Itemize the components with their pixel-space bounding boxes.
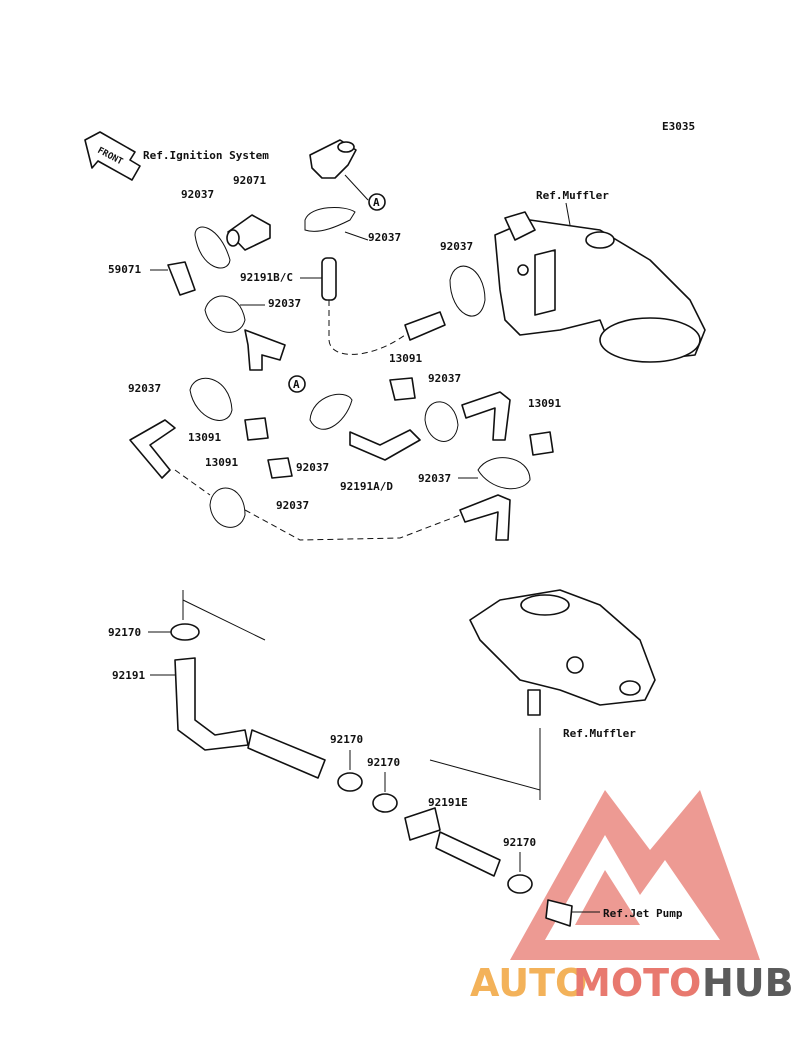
jet-pump-nipple <box>545 899 573 927</box>
clamp-92037-mid <box>204 295 246 333</box>
clamp-92037-left <box>189 377 233 421</box>
diagram-code: E3035 <box>662 120 695 133</box>
label-92037-upper-right: 92037 <box>368 231 401 244</box>
clamp-92037-center <box>309 393 353 430</box>
label-92037-muffler: 92037 <box>440 240 473 253</box>
label-92037-lower-left: 92037 <box>276 499 309 512</box>
label-13091-bottom-left: 13091 <box>205 456 238 469</box>
callout-a-circle-lower <box>288 375 306 393</box>
label-92170-top: 92170 <box>108 626 141 639</box>
front-arrow-icon: FRONT <box>84 131 141 181</box>
elbow-hose-upper <box>244 329 286 371</box>
clamp-92037-muffler <box>449 265 486 317</box>
watermark-hub: HUB <box>702 961 794 1005</box>
ref-muffler-top: Ref.Muffler <box>536 189 609 202</box>
label-92191e: 92191E <box>428 796 468 809</box>
watermark-moto: MOTO <box>573 961 701 1005</box>
elbow-hose-center-right <box>461 391 511 441</box>
clamp-92170-mid-left <box>337 772 363 792</box>
cover-13091-top <box>389 377 416 401</box>
label-92191ad: 92191A/D <box>340 480 393 493</box>
callout-a-lower: A <box>293 378 300 391</box>
label-92071: 92071 <box>233 174 266 187</box>
label-59071: 59071 <box>108 263 141 276</box>
hose-92191 <box>174 657 249 751</box>
label-92037-center: 92037 <box>296 461 329 474</box>
label-92037-upper-left: 92037 <box>181 188 214 201</box>
muffler-bottom <box>469 589 656 716</box>
hose-92191e <box>435 831 501 877</box>
label-92037-lower-right: 92037 <box>418 472 451 485</box>
cover-13091-left <box>244 417 269 441</box>
clamp-92170-bottom <box>507 874 533 894</box>
hose-92191ad <box>349 429 421 461</box>
clamp-92037-center-right <box>424 401 459 442</box>
ref-ignition-system: Ref.Ignition System <box>143 149 269 162</box>
label-92170-bottom: 92170 <box>503 836 536 849</box>
fitting-92071 <box>309 139 357 179</box>
watermark-logo-icon <box>510 790 760 960</box>
elbow-hose-lower-right <box>459 494 511 541</box>
label-92170-mid-left: 92170 <box>330 733 363 746</box>
label-92170-mid-right: 92170 <box>367 756 400 769</box>
label-13091-top: 13091 <box>389 352 422 365</box>
clamp-92170-top <box>170 623 200 641</box>
label-92191bc: 92191B/C <box>240 271 293 284</box>
elbow-hose-left <box>129 419 176 479</box>
hose-joint <box>404 807 441 841</box>
label-92037-mid: 92037 <box>268 297 301 310</box>
hose-92191bc <box>321 257 337 301</box>
check-valve <box>226 214 271 251</box>
ref-muffler-bottom: Ref.Muffler <box>563 727 636 740</box>
ref-jet-pump: Ref.Jet Pump <box>603 907 683 920</box>
label-13091-right: 13091 <box>528 397 561 410</box>
label-92037-center-right: 92037 <box>428 372 461 385</box>
plug-59071 <box>167 261 196 296</box>
hose-segment-right <box>404 311 446 341</box>
watermark-text: AUTO MOTO HUB <box>470 961 794 1005</box>
clamp-92037-lower-left <box>209 487 246 528</box>
callout-a-circle <box>368 193 386 211</box>
clamp-92170-mid-right <box>372 793 398 813</box>
label-13091-left: 13091 <box>188 431 221 444</box>
cover-13091-right <box>529 431 554 456</box>
label-92191: 92191 <box>112 669 145 682</box>
watermark-auto: AUTO <box>470 961 587 1005</box>
clip-13091-bottom-left <box>267 457 293 479</box>
hose-segment-lower <box>247 729 326 779</box>
label-92037-left: 92037 <box>128 382 161 395</box>
clamp-92037-lower-right <box>477 457 531 490</box>
muffler-top <box>494 211 706 363</box>
callout-a-top: A <box>373 196 380 209</box>
